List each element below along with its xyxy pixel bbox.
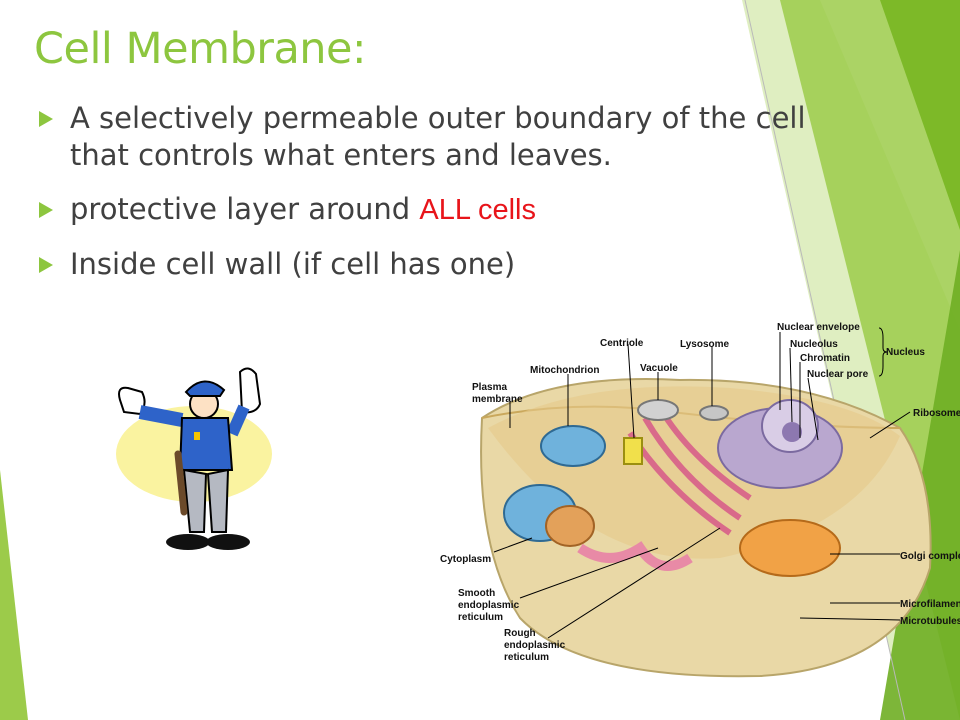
police-officer-icon	[116, 367, 272, 550]
bullet-text: A selectively permeable outer boundary o…	[70, 101, 806, 172]
label-nuclear-envelope: Nuclear envelope	[777, 322, 860, 333]
bullet-item: A selectively permeable outer boundary o…	[36, 100, 856, 174]
label-nucleus: Nucleus	[886, 347, 925, 358]
label-centriole: Centriole	[600, 338, 644, 349]
label-microfilaments: Microfilaments	[900, 599, 960, 610]
bullet-highlight-text: ALL cells	[419, 194, 537, 226]
label-nuclear-pore: Nuclear pore	[807, 369, 869, 380]
bullet-arrow-icon	[39, 257, 53, 273]
label-smooth-er-line1: Smooth	[458, 588, 495, 599]
bullet-item: Inside cell wall (if cell has one)	[36, 246, 856, 283]
bullet-text: Inside cell wall (if cell has one)	[70, 247, 516, 281]
bullet-item: protective layer around ALL cells	[36, 191, 856, 229]
bullet-arrow-icon	[39, 202, 53, 218]
label-rough-er-line1: Rough	[504, 628, 536, 639]
label-rough-er-line2: endoplasmic	[504, 640, 566, 651]
animal-cell-diagram: Nuclear envelope Nucleolus Chromatin Nuc…	[440, 322, 960, 678]
label-vacuole: Vacuole	[640, 363, 678, 374]
label-smooth-er-line2: endoplasmic	[458, 600, 520, 611]
label-mitochondrion: Mitochondrion	[530, 365, 599, 376]
label-cytoplasm: Cytoplasm	[440, 554, 491, 565]
slide-title: Cell Membrane:	[34, 24, 367, 74]
bullet-arrow-icon	[39, 111, 53, 127]
label-smooth-er-line3: reticulum	[458, 612, 503, 623]
label-nucleolus: Nucleolus	[790, 339, 838, 350]
label-golgi-complex: Golgi complex	[900, 551, 960, 562]
label-rough-er-line3: reticulum	[504, 652, 549, 663]
label-lysosome: Lysosome	[680, 339, 730, 350]
bullet-text: protective layer around	[70, 192, 420, 226]
label-plasma-membrane-line2: membrane	[472, 394, 523, 405]
label-microtubules: Microtubules	[900, 616, 960, 627]
label-ribosomes: Ribosomes	[913, 408, 960, 419]
label-chromatin: Chromatin	[800, 353, 850, 364]
bullet-list: A selectively permeable outer boundary o…	[36, 100, 856, 300]
label-plasma-membrane-line1: Plasma	[472, 382, 507, 393]
